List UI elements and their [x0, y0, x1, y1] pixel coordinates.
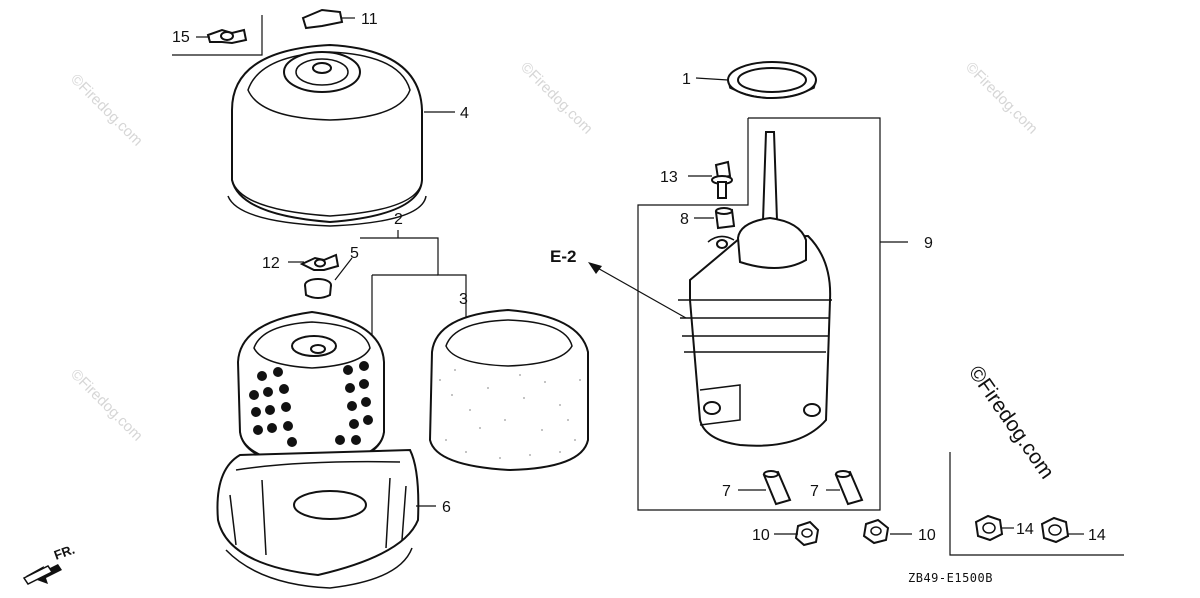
callout-3: 3 [459, 291, 468, 308]
watermark-text: ©Firedog.com [962, 59, 1041, 138]
callout-6: 6 [442, 499, 451, 516]
bracket-15-11 [172, 15, 263, 56]
callout-1: 1 [682, 71, 691, 88]
part-2-filter-element[interactable] [236, 310, 385, 470]
reference-label: E-2 [550, 247, 576, 266]
reference-leader [593, 265, 687, 319]
front-direction-label: FR. [52, 542, 77, 563]
bracket-2 [360, 237, 467, 322]
part-3-foam-element[interactable] [428, 308, 589, 472]
part-7-tube-left[interactable] [762, 470, 792, 506]
callout-5: 5 [350, 245, 359, 262]
part-14-nut-right[interactable] [1040, 516, 1070, 544]
part-9-elbow-assembly[interactable] [678, 131, 832, 447]
callout-12: 12 [262, 255, 280, 272]
callout-4: 4 [460, 105, 469, 122]
part-13-bolt[interactable] [711, 160, 733, 199]
reference-arrowhead [588, 262, 602, 274]
callout-13: 13 [660, 169, 678, 186]
bracket-14 [949, 452, 1124, 556]
callout-10-left: 10 [752, 527, 770, 544]
part-11-clip[interactable] [301, 8, 344, 30]
bracket-9 [637, 117, 881, 511]
callout-14-left: 14 [1016, 521, 1034, 538]
callout-8: 8 [680, 211, 689, 228]
callout-7-left: 7 [722, 483, 731, 500]
part-7-tube-right[interactable] [834, 470, 864, 506]
part-4-air-cleaner-cover[interactable] [227, 43, 427, 227]
part-6-air-cleaner-case[interactable] [216, 448, 420, 589]
part-10-nut-left[interactable] [794, 520, 820, 547]
watermark-text: ©Firedog.com [517, 59, 596, 138]
drawing-code: ZB49-E1500B [908, 571, 993, 585]
callout-2: 2 [394, 211, 403, 228]
callout-15: 15 [172, 29, 190, 46]
part-10-nut-right[interactable] [862, 518, 890, 545]
callout-9: 9 [924, 235, 933, 252]
watermark-text: ©Firedog.com [67, 366, 146, 445]
callout-11: 11 [361, 11, 378, 28]
part-5-grommet[interactable] [304, 278, 332, 299]
part-12-wing-nut[interactable] [299, 253, 340, 271]
callout-14-right: 14 [1088, 527, 1106, 544]
callout-10-right: 10 [918, 527, 936, 544]
watermark-text: ©Firedog.com [67, 71, 146, 150]
part-15-wing-nut[interactable] [206, 28, 248, 45]
part-14-nut-left[interactable] [974, 514, 1004, 542]
watermark-text-large: ©Firedog.com [964, 362, 1059, 483]
front-direction-arrow: FR. [22, 542, 77, 585]
callout-7-right: 7 [810, 483, 819, 500]
part-1-gasket[interactable] [727, 61, 817, 99]
part-8-collar[interactable] [714, 207, 736, 230]
